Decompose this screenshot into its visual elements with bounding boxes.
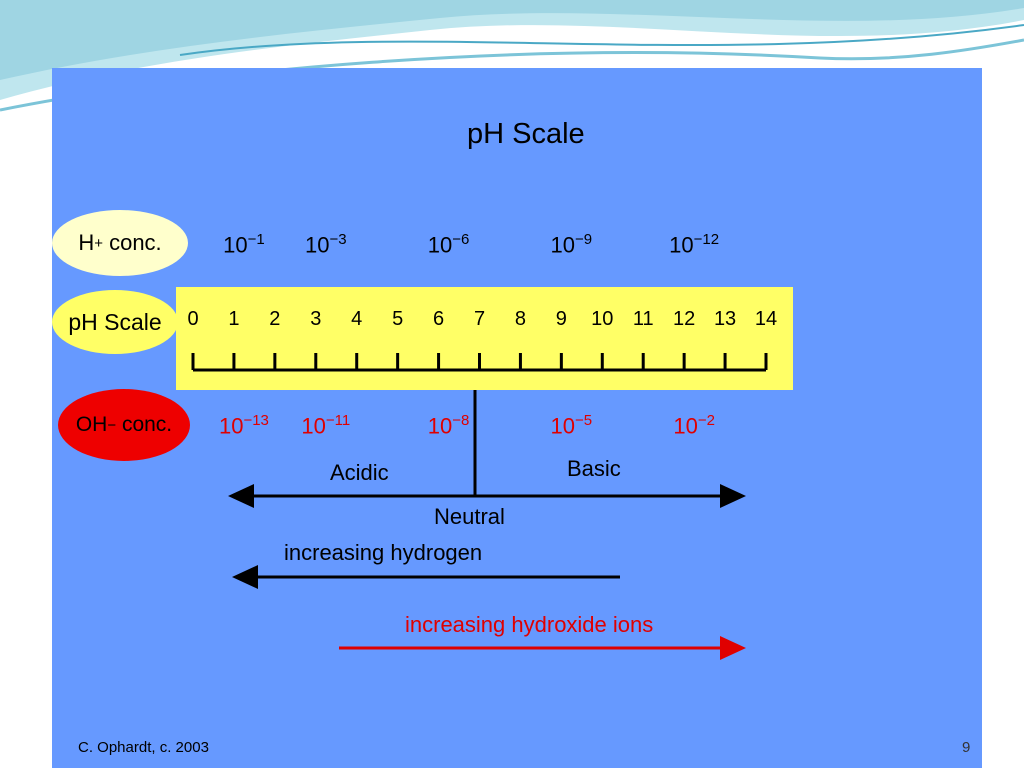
oh-conc-base: 10 xyxy=(673,413,698,439)
oh-conc-base: 10 xyxy=(550,413,576,439)
increasing-hydrogen-label: increasing hydrogen xyxy=(284,540,483,565)
oh-conc-prefix: OH xyxy=(75,413,108,436)
ph-value-7: 7 xyxy=(473,308,486,330)
ph-value-1: 1 xyxy=(228,308,240,330)
oh-conc-exponent: −8 xyxy=(452,412,470,429)
scale-lines-and-arrows xyxy=(191,353,768,660)
h-conc-exponent: −12 xyxy=(693,231,720,248)
h-conc-base: 10 xyxy=(550,232,576,258)
ph-value-4: 4 xyxy=(351,308,363,330)
oh-conc-charge: − xyxy=(107,416,117,434)
oh-conc-exponent: −11 xyxy=(325,412,351,429)
ph-value-2: 2 xyxy=(269,308,281,330)
acidic-arrowhead xyxy=(228,484,254,508)
neutral-label: Neutral xyxy=(434,504,505,529)
h-conc-label: H+ conc. xyxy=(52,210,188,276)
ph-scale-label: pH Scale xyxy=(52,290,178,354)
h-conc-value: 10−6 xyxy=(428,231,470,258)
ph-value-3: 3 xyxy=(310,308,322,330)
h-conc-value: 10−9 xyxy=(551,231,593,258)
h-conc-value: 10−3 xyxy=(305,231,347,258)
ph-value-10: 10 xyxy=(591,308,614,330)
ph-value-6: 6 xyxy=(433,308,445,330)
diagram-title: pH Scale xyxy=(467,118,585,150)
acidic-label: Acidic xyxy=(330,460,389,485)
oh-conc-base: 10 xyxy=(427,413,453,439)
increasing-hydroxide-label: increasing hydroxide ions xyxy=(405,612,654,637)
ph-value-13: 13 xyxy=(713,308,737,330)
oh-conc-exponent: −5 xyxy=(575,412,593,429)
oh-conc-label: OH− conc. xyxy=(58,389,190,461)
ph-scale-band xyxy=(176,287,793,390)
h-conc-exponent: −3 xyxy=(329,231,347,248)
ph-value-11: 11 xyxy=(632,308,654,330)
oh-conc-suffix: conc. xyxy=(116,413,173,436)
basic-label: Basic xyxy=(567,456,621,481)
h-conc-suffix: conc. xyxy=(102,230,162,255)
h-conc-value: 10−1 xyxy=(223,231,265,258)
h-conc-exponent: −1 xyxy=(247,231,265,248)
h-conc-exponent: −6 xyxy=(452,231,470,248)
ph-value-12: 12 xyxy=(673,308,696,330)
hydrogen-arrowhead xyxy=(232,565,258,589)
credit-text: C. Ophardt, c. 2003 xyxy=(78,739,209,756)
basic-arrowhead xyxy=(720,484,746,508)
ph-ruler xyxy=(191,353,768,372)
ph-value-5: 5 xyxy=(392,308,404,330)
page-number: 9 xyxy=(962,739,971,756)
hydroxide-arrowhead xyxy=(720,636,746,660)
h-conc-base: 10 xyxy=(669,232,694,258)
oh-conc-value: 10−8 xyxy=(428,412,470,439)
oh-conc-base: 10 xyxy=(301,413,326,439)
h-conc-base: 10 xyxy=(304,232,330,258)
ph-value-14: 14 xyxy=(754,308,778,330)
ph-value-9: 9 xyxy=(555,308,567,330)
h-conc-prefix: H xyxy=(78,230,95,255)
oh-conc-exponent: −13 xyxy=(243,412,269,429)
oh-conc-value: 10−2 xyxy=(673,412,715,439)
h-conc-base: 10 xyxy=(223,232,248,258)
oh-conc-exponent: −2 xyxy=(697,412,715,429)
h-conc-exponent: −9 xyxy=(575,231,593,248)
oh-conc-base: 10 xyxy=(218,413,244,439)
ph-value-0: 0 xyxy=(187,308,199,330)
h-conc-base: 10 xyxy=(427,232,453,258)
oh-conc-value: 10−13 xyxy=(219,412,269,439)
ph-value-8: 8 xyxy=(514,308,526,330)
h-conc-value: 10−12 xyxy=(669,231,719,258)
oh-conc-value: 10−11 xyxy=(301,412,350,439)
oh-conc-value: 10−5 xyxy=(551,412,593,439)
h-conc-charge: + xyxy=(94,234,103,252)
